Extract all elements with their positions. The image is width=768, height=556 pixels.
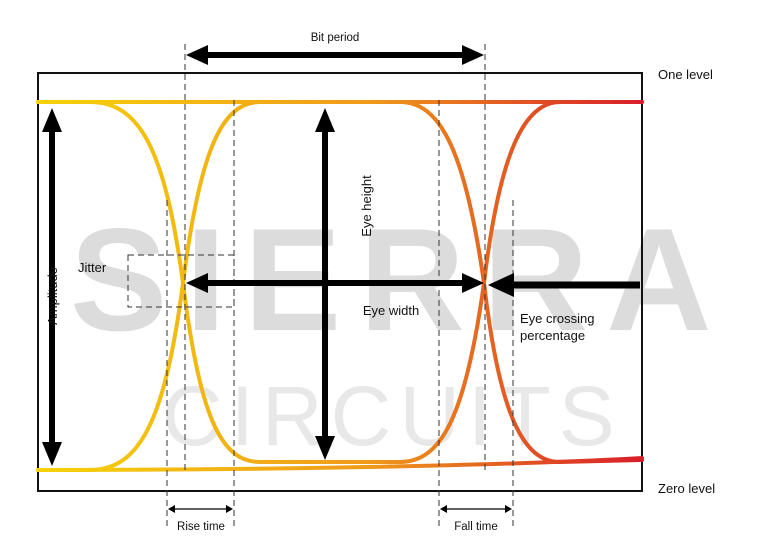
bit-period-label: Bit period bbox=[311, 32, 360, 44]
timing-guides bbox=[127, 44, 514, 528]
amplitude-arrowhead-top bbox=[42, 108, 62, 132]
jitter-label: Jitter bbox=[78, 260, 107, 275]
fall-time-arrowhead-right bbox=[505, 505, 512, 513]
plot-frame bbox=[37, 72, 643, 492]
fall-time-arrowhead-left bbox=[440, 505, 447, 513]
transition-arrows bbox=[168, 505, 512, 513]
fall-time-label: Fall time bbox=[454, 521, 497, 533]
eye-height-arrowhead-top bbox=[315, 108, 335, 132]
eye-width-arrowhead-left bbox=[186, 273, 208, 293]
rise-time-arrowhead-right bbox=[226, 505, 233, 513]
eye-width-arrowhead-right bbox=[462, 273, 484, 293]
eye-crossing-label-line1: Eye crossing bbox=[520, 311, 594, 326]
eye-width-label: Eye width bbox=[363, 303, 419, 318]
zero-level-label: Zero level bbox=[658, 481, 715, 496]
one-level-label: One level bbox=[658, 67, 713, 82]
amplitude-label: Amplitude bbox=[45, 267, 60, 325]
watermark-brand: SIERRA bbox=[70, 198, 730, 361]
eye-crossing-label-line2: percentage bbox=[520, 328, 585, 343]
bit-period-arrowhead-right bbox=[462, 45, 484, 65]
rise-time-arrowhead-left bbox=[168, 505, 175, 513]
measurement-arrows bbox=[42, 45, 640, 466]
eye-height-label: Eye height bbox=[359, 175, 374, 237]
bit-period-arrowhead-left bbox=[186, 45, 208, 65]
amplitude-arrowhead-bottom bbox=[42, 442, 62, 466]
waveform-fall-left bbox=[36, 100, 402, 464]
rise-time-label: Rise time bbox=[177, 521, 225, 533]
watermark-subbrand: CIRCUITS bbox=[162, 369, 623, 463]
eye-height-arrowhead-bottom bbox=[315, 436, 335, 460]
eye-crossing-arrowhead bbox=[488, 273, 514, 297]
